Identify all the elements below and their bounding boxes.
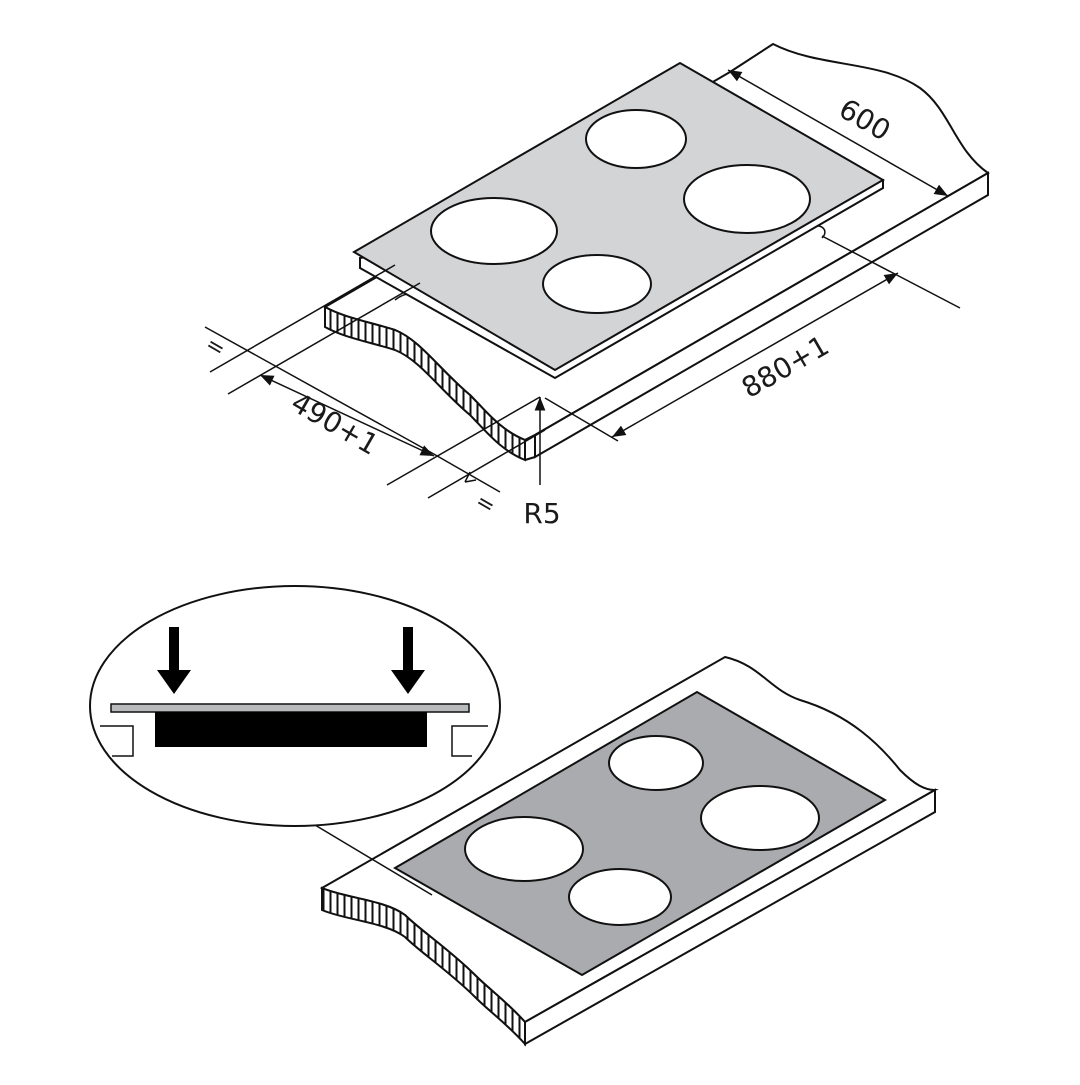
detail-bubble [89,585,501,827]
cutout-drawing: 600 880+1 490+1 = = R5 [201,42,990,530]
installed-drawing [89,585,939,1047]
press-down-arrow-right-icon [391,627,425,694]
detail-worktop-right [451,725,488,757]
cooking-zone-rear-right [683,164,811,234]
installed-zone-rear-right [700,785,820,851]
cooking-zone-front-left [430,197,558,265]
installed-worktop-right-edge [524,788,936,1046]
equal-mark-left: = [201,332,229,363]
installed-zone-rear-left [608,735,704,791]
installed-zone-front-left [464,816,584,882]
installed-zone-front-right [568,868,672,926]
corner-radius-callout: R5 [523,397,561,530]
equal-mark-bottom: = [471,489,499,520]
dimension-cut-depth-label: 490+1 [285,386,384,462]
cooking-zone-front-right [542,254,652,314]
cooking-zone-rear-left [585,109,687,169]
dimension-cut-width-label: 880+1 [736,329,835,405]
detail-hob-body [155,712,427,747]
press-down-arrow-left-icon [157,627,191,694]
detail-leader-line [309,821,433,896]
detail-glass-strip [110,703,470,713]
detail-worktop-left [100,725,134,757]
installed-glass-plate [393,690,888,977]
corner-radius-label: R5 [523,497,560,530]
